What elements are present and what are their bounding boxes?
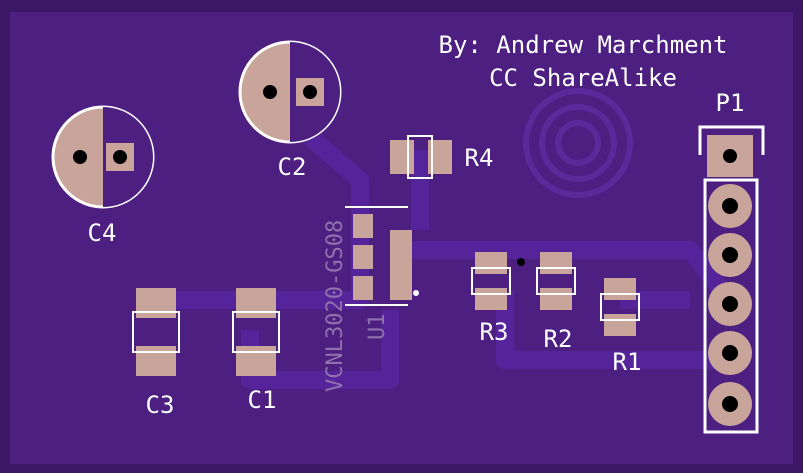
c3-label: C3 xyxy=(146,391,175,419)
r2-footprint xyxy=(536,252,576,310)
author-label: By: Andrew Marchment xyxy=(439,31,728,59)
r3-footprint xyxy=(471,252,511,310)
r1-footprint xyxy=(600,278,640,336)
via xyxy=(517,258,525,266)
c4-label: C4 xyxy=(88,219,117,247)
license-label: CC ShareAlike xyxy=(489,64,677,92)
r3-label: R3 xyxy=(480,318,509,346)
header-pin-hole xyxy=(722,198,738,214)
header-pin-hole xyxy=(722,396,738,412)
r4-footprint xyxy=(390,135,452,179)
header-pin-hole xyxy=(722,296,738,312)
c1-label: C1 xyxy=(248,386,277,414)
u1-value-label: VCNL3020-GS08 xyxy=(323,220,348,392)
r2-label: R2 xyxy=(544,325,573,353)
p1-header xyxy=(698,125,765,434)
p1-label: P1 xyxy=(716,89,745,117)
c1-footprint xyxy=(232,288,280,376)
r1-label: R1 xyxy=(613,348,642,376)
r4-label: R4 xyxy=(465,144,494,172)
c4-footprint xyxy=(51,105,155,209)
copper-traces xyxy=(140,113,738,389)
header-pin-hole xyxy=(722,247,738,263)
c2-footprint xyxy=(238,40,342,144)
c3-footprint xyxy=(132,288,180,376)
u1-footprint xyxy=(345,206,419,306)
u1-label: U1 xyxy=(365,314,390,341)
c2-label: C2 xyxy=(278,153,307,181)
header-pin-hole xyxy=(722,345,738,361)
mounting-hole xyxy=(523,88,633,198)
